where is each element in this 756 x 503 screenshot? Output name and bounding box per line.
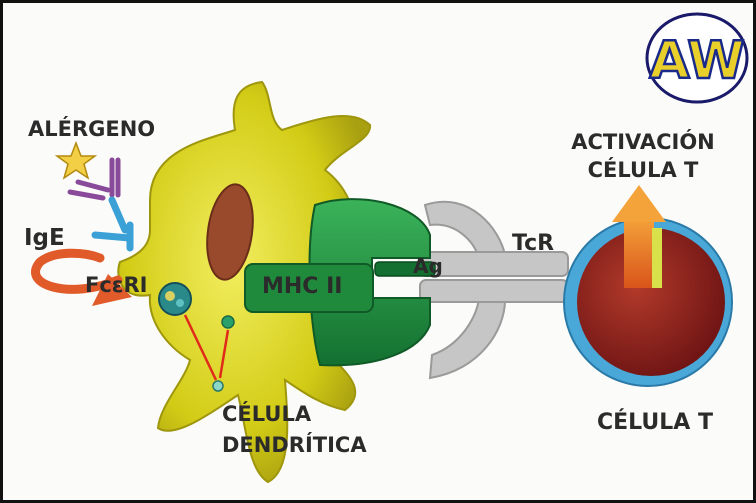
label-ige: IgE <box>24 225 65 251</box>
vesicle <box>213 381 223 391</box>
label-tcr: TcR <box>512 231 554 256</box>
label-activation-line1: ACTIVACIÓN <box>571 129 715 154</box>
logo-text: AW <box>649 31 744 91</box>
label-antigen: Ag <box>413 254 443 278</box>
label-dendritic-line1: CÉLULA <box>222 401 312 426</box>
label-mhc: MHC II <box>262 274 342 299</box>
label-t-cell: CÉLULA T <box>597 409 713 435</box>
label-dendritic-line2: DENDRÍTICA <box>222 432 367 457</box>
label-fc-receptor: FcεRI <box>85 273 147 297</box>
receptor-granule <box>165 291 175 301</box>
ige-stem <box>95 200 130 248</box>
label-allergen: ALÉRGENO <box>28 116 155 141</box>
tcr-receptor <box>420 202 568 378</box>
allergen-star-icon <box>57 143 95 178</box>
aw-logo: AW <box>647 14 747 102</box>
label-activation-line2: CÉLULA T <box>588 157 699 182</box>
fc-receptor-complex <box>159 283 191 315</box>
vesicle <box>222 316 234 328</box>
receptor-granule <box>176 299 184 307</box>
